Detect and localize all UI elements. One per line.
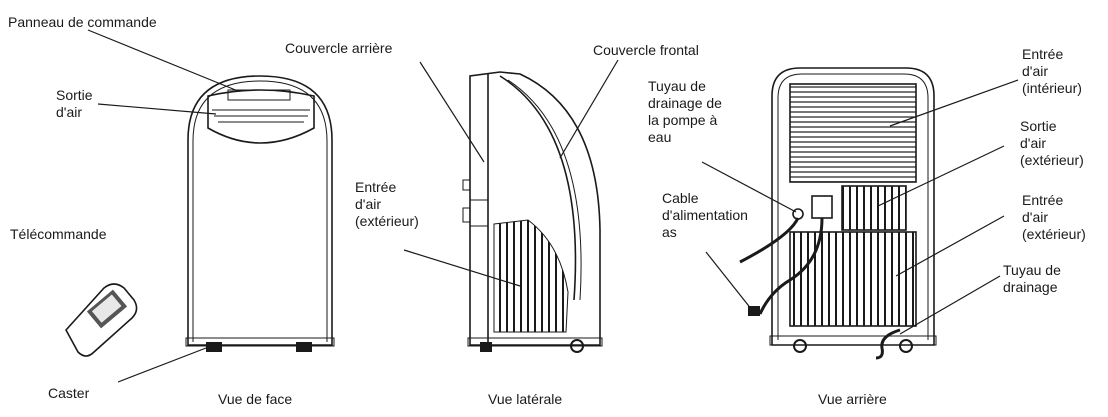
leader-caster: [117, 347, 207, 383]
side-view-drawing: [403, 59, 619, 353]
label-entree-air-side: Entrée d'air (extérieur): [355, 179, 419, 229]
label-couvercle-arriere: Couvercle arrière: [285, 40, 393, 56]
caption-vue-de-face: Vue de face: [218, 391, 293, 407]
label-sortie-air-exterieur: Sortie d'air (extérieur): [1020, 118, 1084, 168]
side-wheel-left: [480, 342, 492, 352]
label-telecommande: Télécommande: [10, 226, 107, 242]
label-entree-air-exterieur-rear: Entrée d'air (extérieur): [1022, 192, 1086, 242]
leader-tuyau-pompe: [701, 161, 797, 213]
rear-lower-grille: [790, 232, 916, 326]
leader-entree-ext: [895, 215, 1005, 277]
side-body: [469, 71, 601, 346]
rear-upper-grille: [790, 84, 916, 182]
side-grille: [494, 220, 568, 332]
remote-control-drawing: [65, 283, 138, 357]
rear-body: [771, 67, 935, 346]
label-caster: Caster: [48, 385, 90, 401]
label-couvercle-frontal: Couvercle frontal: [593, 42, 699, 58]
leader-sortie: [97, 103, 217, 115]
front-wheel-right: [296, 342, 312, 352]
side-wheel-right: [570, 339, 584, 353]
front-body: [187, 75, 333, 346]
front-air-outlet: [207, 89, 315, 144]
label-tuyau-pompe: Tuyau de drainage de la pompe à eau: [648, 78, 722, 145]
label-panneau-de-commande: Panneau de commande: [8, 14, 157, 30]
label-cable-alimentation: Cable d'alimentation as: [662, 190, 748, 240]
front-body-inner-edge: [192, 80, 328, 342]
rear-outlet-grille: [842, 186, 906, 230]
rear-power-cable: [758, 217, 824, 315]
rear-pump-hose: [739, 217, 800, 264]
label-entree-air-interieur: Entrée d'air (intérieur): [1022, 46, 1082, 96]
rear-view-drawing: [701, 67, 1019, 360]
leader-couvercle-arriere: [419, 61, 485, 163]
rear-drain-hose: [875, 328, 901, 360]
rear-power-socket: [811, 195, 833, 219]
caption-vue-arriere: Vue arrière: [818, 391, 887, 407]
front-base: [185, 337, 335, 347]
front-view-drawing: [65, 29, 335, 383]
front-wheel-left: [206, 342, 222, 352]
leader-entree-side: [403, 249, 521, 287]
leader-panneau: [87, 29, 239, 92]
leader-couvercle-frontal: [559, 59, 619, 159]
rear-base: [769, 335, 937, 346]
leader-cable: [705, 251, 753, 311]
front-control-panel: [227, 89, 291, 101]
label-sortie-air-front: Sortie d'air: [56, 87, 93, 120]
side-base: [467, 337, 603, 347]
label-tuyau-drainage: Tuyau de drainage: [1003, 262, 1061, 295]
leader-sortie-ext: [877, 145, 1005, 207]
leader-tuyau-drainage: [899, 275, 1001, 335]
side-front-cover: [499, 75, 577, 301]
caption-vue-laterale: Vue latérale: [488, 391, 563, 407]
leader-entree-int: [889, 79, 1019, 127]
